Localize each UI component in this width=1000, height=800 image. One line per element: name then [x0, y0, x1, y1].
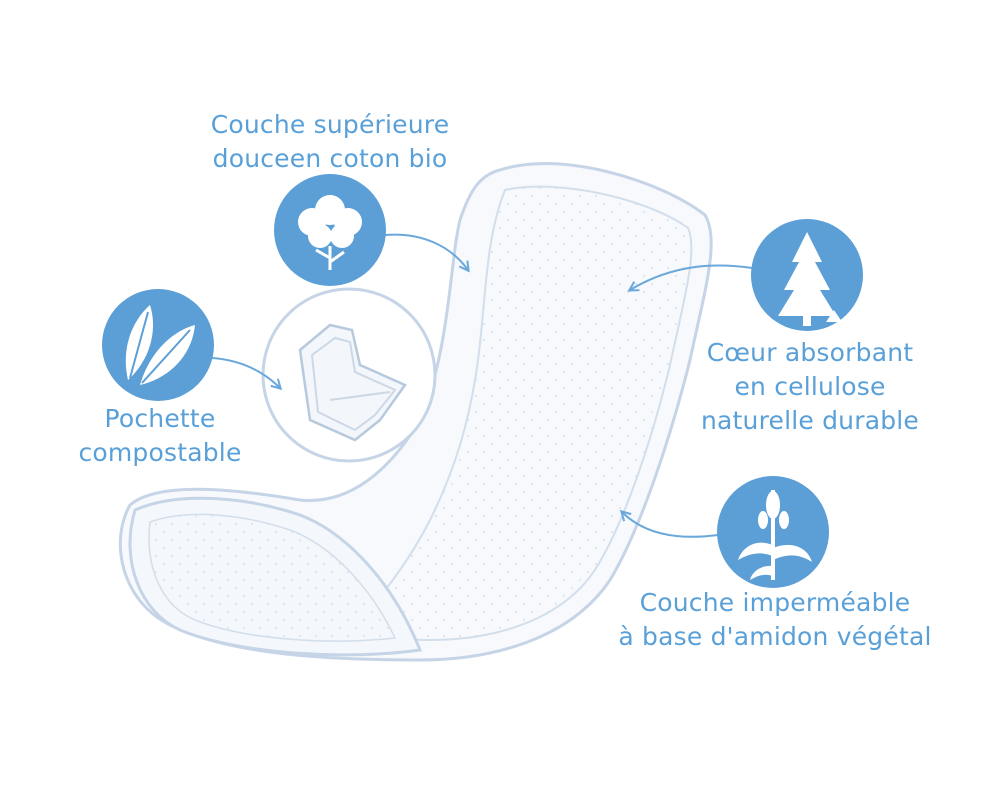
leaves-recycle-icon [102, 289, 214, 401]
arrow-left [211, 357, 280, 388]
label-waterproof-layer: Couche imperméable à base d'amidon végét… [585, 586, 965, 654]
label-pouch: Pochette compostable [40, 402, 280, 470]
label-right-line-3: naturelle durable [700, 406, 920, 435]
pine-tree-icon [751, 219, 863, 331]
label-absorbent-core: Cœur absorbant en cellulose naturelle du… [660, 336, 960, 438]
label-top-line-2: douceen coton bio [212, 144, 448, 173]
label-left-line-1: Pochette [104, 404, 216, 433]
arrow-right [630, 264, 753, 290]
corn-plant-icon [717, 476, 829, 588]
cotton-flower-icon [274, 174, 386, 286]
arrow-top [384, 233, 468, 270]
label-top-layer: Couche supérieure douceen coton bio [180, 108, 480, 176]
label-bottom-line-1: Couche imperméable [639, 588, 911, 617]
callout-arrows [211, 233, 753, 538]
label-right-line-2: en cellulose [734, 372, 886, 401]
label-top-line-1: Couche supérieure [210, 110, 450, 139]
label-right-line-1: Cœur absorbant [706, 338, 914, 367]
arrow-bottom [622, 512, 719, 538]
label-bottom-line-2: à base d'amidon végétal [618, 622, 932, 651]
pouch-zoom-circle [261, 287, 437, 463]
sanitary-pad-illustration [118, 162, 713, 662]
label-left-line-2: compostable [78, 438, 242, 467]
